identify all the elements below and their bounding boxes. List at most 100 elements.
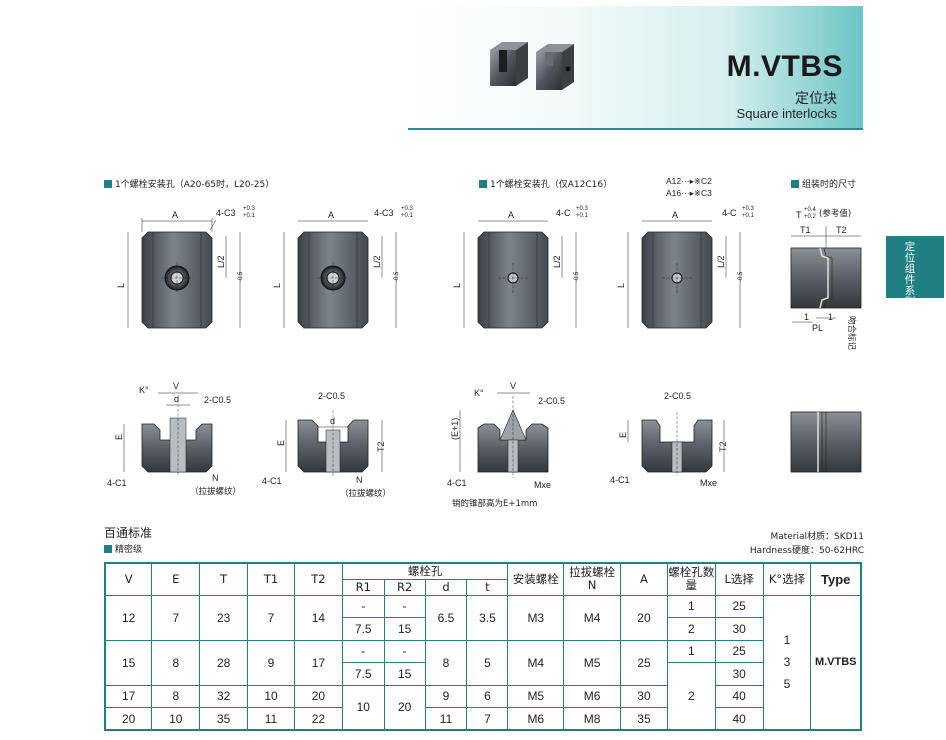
- standard-grade: 精密级: [104, 542, 142, 555]
- svg-text:4-C1: 4-C1: [447, 478, 467, 488]
- dim-A: A: [172, 210, 178, 220]
- svg-text:L/2: L/2: [552, 255, 562, 268]
- table-row: 20 10 35 11 22 11 7 M6 M8 35 40: [104, 707, 861, 731]
- col-header-type: Type: [810, 562, 862, 596]
- table-row: 7.5 15 2 30: [105, 617, 861, 641]
- col-header-hole-count: 螺栓孔数量: [666, 562, 716, 596]
- col-header-A: A: [620, 562, 668, 596]
- svg-text:-0.5: -0.5: [394, 271, 400, 282]
- svg-text:L/2: L/2: [372, 255, 382, 268]
- assembly-view: T +0.4 +0.2 (参考值) T1 T2 1 1 PL 吻合标记: [790, 207, 862, 351]
- svg-text:4-C3: 4-C3: [374, 208, 394, 218]
- model-code: M.VTBS: [726, 50, 843, 83]
- svg-text:A: A: [672, 210, 678, 220]
- svg-text:L/2: L/2: [716, 255, 726, 268]
- table-row: 17 8 32 10 20 10 20 9 6 M5 M6 30 40: [104, 684, 861, 731]
- svg-text:E: E: [618, 432, 628, 438]
- top-view-4: A 4-C +0.3 +0.1 L L/2 -0.5: [616, 206, 755, 329]
- series-tab-label: 定位组件系列: [904, 241, 916, 308]
- product-name-cn: 定位块: [795, 91, 837, 107]
- dim-PL: PL: [812, 323, 823, 333]
- material-spec: Material材质：SKD11: [770, 532, 864, 542]
- col-header-T1: T1: [247, 562, 295, 596]
- section-note-install: 组装时的尺寸: [791, 177, 856, 190]
- svg-text:(E+1): (E+1): [450, 418, 460, 440]
- svg-text:+0.1: +0.1: [742, 213, 755, 219]
- bullet-square-icon: [104, 180, 112, 188]
- match-mark-label: 吻合标记: [846, 316, 857, 351]
- top-view-1: A 4-C3 +0.3 +0.1 L L/2 -0.5: [116, 206, 256, 329]
- col-header-bolt-hole: 螺栓孔: [341, 562, 509, 580]
- svg-text:d: d: [174, 394, 179, 404]
- col-header-R1: R1: [341, 578, 385, 596]
- svg-text:2-C0.5: 2-C0.5: [318, 391, 345, 401]
- chamfer-note-a12: A12···▸※C2: [666, 176, 712, 186]
- svg-text:T2: T2: [718, 441, 728, 452]
- assembly-front-view: [790, 411, 862, 473]
- svg-text:(参考值): (参考值): [819, 208, 851, 219]
- svg-text:-0.5: -0.5: [574, 271, 580, 282]
- svg-text:4-C1: 4-C1: [262, 476, 282, 486]
- svg-text:L: L: [616, 283, 626, 288]
- svg-text:L: L: [452, 283, 462, 288]
- bullet-square-icon: [104, 545, 112, 553]
- chamfer-note-a16: A16···▸※C3: [666, 188, 712, 198]
- section-note-mid: 1个螺栓安装孔（仅A12C16）: [479, 177, 612, 190]
- table-row: 12 7 23 7 14 - - 6.5 3.5 M3 M4 20 1 25 1…: [104, 594, 862, 731]
- col-header-t: t: [466, 578, 509, 596]
- col-header-K-select: K°选择: [762, 562, 812, 596]
- dim-chamfer: 4-C3: [216, 208, 236, 218]
- type-value: M.VTBS: [810, 594, 862, 731]
- col-header-V: V: [104, 562, 153, 596]
- col-header-L-select: L选择: [714, 562, 764, 596]
- svg-text:2-C0.5: 2-C0.5: [664, 391, 691, 401]
- svg-text:T2: T2: [376, 441, 386, 452]
- standard-title: 百通标准: [104, 526, 153, 540]
- svg-text:K°: K°: [474, 388, 484, 398]
- technical-drawings: A 4-C3 +0.3 +0.1 L L/2 -0.5 A 4-C3 +0.3 …: [107, 206, 862, 509]
- table-row: 15 8 28 9 17 - - 8 5 M4 M5 25 1 25: [104, 639, 861, 686]
- svg-text:4-C1: 4-C1: [107, 478, 127, 488]
- series-side-tab[interactable]: 定位组件系列: [886, 236, 944, 308]
- svg-text:V: V: [510, 381, 516, 391]
- svg-text:E: E: [276, 440, 286, 446]
- pin-note: 销的锥部高为E+1mm: [452, 498, 537, 509]
- svg-text:2-C0.5: 2-C0.5: [204, 395, 231, 405]
- svg-text:（拉拔螺纹）: （拉拔螺纹）: [190, 486, 241, 497]
- product-name-en: Square interlocks: [736, 106, 837, 121]
- col-header-T: T: [199, 562, 249, 596]
- svg-text:V: V: [173, 381, 179, 391]
- svg-text:+0.3: +0.3: [576, 206, 589, 212]
- bullet-square-icon: [791, 180, 799, 188]
- svg-text:+0.1: +0.1: [401, 213, 414, 219]
- svg-text:1: 1: [804, 312, 809, 322]
- svg-text:d: d: [330, 416, 335, 426]
- svg-text:N: N: [356, 475, 363, 485]
- svg-text:+0.2: +0.2: [804, 214, 817, 220]
- dim-L-half: L/2: [216, 255, 226, 268]
- dim-T-install: T: [796, 210, 802, 220]
- svg-text:4-C: 4-C: [722, 208, 737, 218]
- svg-text:-0.5: -0.5: [238, 271, 244, 282]
- svg-text:4-C: 4-C: [556, 208, 571, 218]
- dim-L: L: [116, 283, 126, 288]
- col-header-R2: R2: [383, 578, 426, 596]
- col-header-E: E: [151, 562, 201, 596]
- svg-text:+0.1: +0.1: [576, 213, 589, 219]
- svg-text:K°: K°: [139, 385, 149, 395]
- svg-text:A: A: [328, 210, 334, 220]
- front-view-1: K° V d 2-C0.5 4-C1 N （拉拔螺纹） E: [107, 381, 241, 497]
- top-view-2: A 4-C3 +0.3 +0.1 L L/2 -0.5: [272, 206, 414, 329]
- front-view-4: 2-C0.5 4-C1 Mxe E T2: [610, 391, 728, 488]
- svg-text:+0.1: +0.1: [243, 213, 256, 219]
- col-header-T2: T2: [293, 562, 343, 596]
- svg-text:（拉拔螺纹）: （拉拔螺纹）: [340, 488, 391, 499]
- header-banner: M.VTBS 定位块 Square interlocks: [408, 6, 863, 130]
- front-view-3: K° V 2-C0.5 4-C1 Mxe (E+1) 销的锥部高为E+1mm: [447, 381, 565, 509]
- bullet-square-icon: [479, 180, 487, 188]
- hardness-spec: Hardness硬度：50-62HRC: [749, 546, 864, 556]
- section-note-left: 1个螺栓安装孔（A20-65时，L20-25）: [104, 177, 274, 190]
- svg-text:1: 1: [828, 312, 833, 322]
